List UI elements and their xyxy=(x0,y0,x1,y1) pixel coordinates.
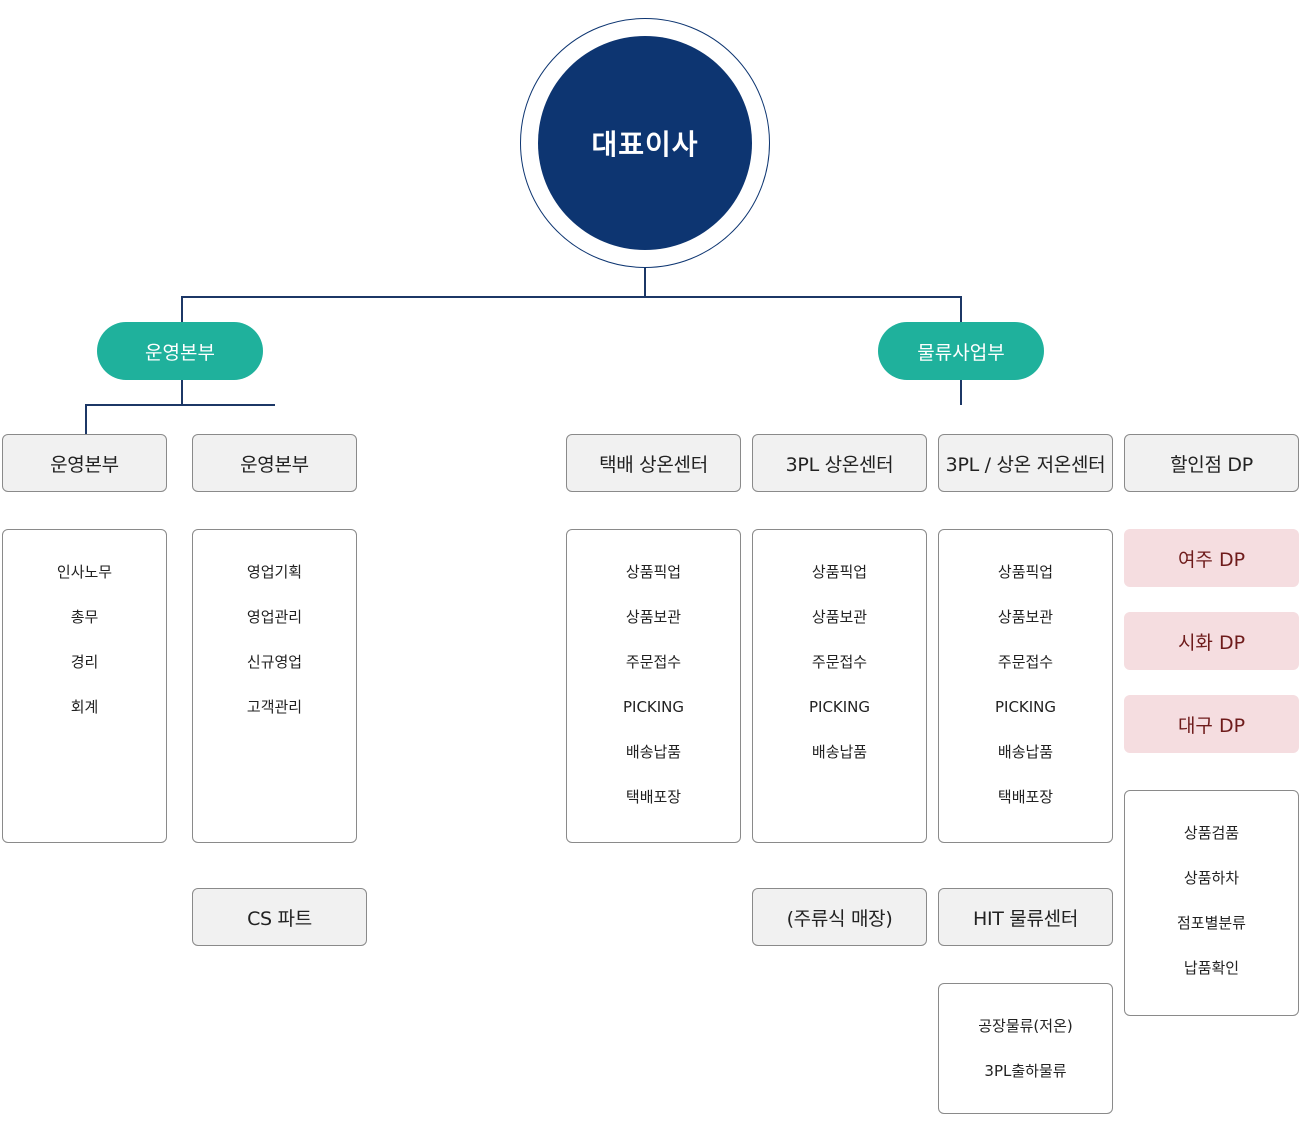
tasks-tpl: 상품픽업 상품보관 주문접수 PICKING 배송납품 xyxy=(752,529,927,843)
dp-site-label: 대구 DP xyxy=(1177,714,1246,737)
task-item: 주문접수 xyxy=(997,653,1054,671)
task-item: 상품검품 xyxy=(1183,824,1240,842)
task-item: 경리 xyxy=(70,653,99,671)
tasks-ops1: 인사노무 총무 경리 회계 xyxy=(2,529,167,843)
task-item: 상품픽업 xyxy=(997,563,1054,581)
task-item: 신규영업 xyxy=(246,653,303,671)
logistics-down-line xyxy=(960,380,962,405)
division-logistics: 물류사업부 xyxy=(878,322,1044,380)
task-item: 납품확인 xyxy=(1183,959,1240,977)
task-item: PICKING xyxy=(622,698,685,716)
task-item: PICKING xyxy=(808,698,871,716)
task-item: 배송납품 xyxy=(625,743,682,761)
ceo-stem-line xyxy=(644,268,646,297)
dept-hit: HIT 물류센터 xyxy=(938,888,1113,946)
ops1-drop-line xyxy=(85,404,87,435)
task-item: 영업기획 xyxy=(246,563,303,581)
task-item: 배송납품 xyxy=(811,743,868,761)
operations-down-line xyxy=(181,380,183,405)
operations-drop-line xyxy=(181,296,183,323)
task-item: 3PL출하물류 xyxy=(984,1062,1067,1080)
task-item: 주문접수 xyxy=(625,653,682,671)
ceo-outer-ring xyxy=(520,18,770,268)
tasks-discount: 상품검품 상품하차 점포별분류 납품확인 xyxy=(1124,790,1299,1016)
dept-ops2: 운영본부 xyxy=(192,434,357,492)
task-item: 상품보관 xyxy=(997,608,1054,626)
dept-cs-label: CS 파트 xyxy=(247,907,312,930)
dp-site-daegu: 대구 DP xyxy=(1124,695,1299,753)
task-item: 점포별분류 xyxy=(1176,914,1246,932)
task-item: 상품픽업 xyxy=(811,563,868,581)
ceo-label: 대표이사 xyxy=(591,128,699,161)
dept-tpl-label: 3PL 상온센터 xyxy=(785,453,894,476)
dept-liquor: (주류식 매장) xyxy=(752,888,927,946)
dept-tpl-cold: 3PL / 상온 저온센터 xyxy=(938,434,1113,492)
tasks-hit: 공장물류(저온) 3PL출하물류 xyxy=(938,983,1113,1114)
dept-tpl-cold-label: 3PL / 상온 저온센터 xyxy=(945,453,1106,476)
task-item: 상품하차 xyxy=(1183,869,1240,887)
tasks-ops2: 영업기획 영업관리 신규영업 고객관리 xyxy=(192,529,357,843)
task-item: 총무 xyxy=(70,608,99,626)
tasks-parcel: 상품픽업 상품보관 주문접수 PICKING 배송납품 택배포장 xyxy=(566,529,741,843)
ceo-node: 대표이사 xyxy=(538,36,752,250)
task-item: PICKING xyxy=(994,698,1057,716)
operations-branch-line xyxy=(85,404,275,406)
dept-parcel: 택배 상온센터 xyxy=(566,434,741,492)
dept-discount: 할인점 DP xyxy=(1124,434,1299,492)
task-item: 주문접수 xyxy=(811,653,868,671)
dept-tpl: 3PL 상온센터 xyxy=(752,434,927,492)
task-item: 상품픽업 xyxy=(625,563,682,581)
logistics-drop-line xyxy=(960,296,962,323)
task-item: 상품보관 xyxy=(811,608,868,626)
dept-ops1: 운영본부 xyxy=(2,434,167,492)
task-item: 공장물류(저온) xyxy=(978,1017,1073,1035)
division-operations: 운영본부 xyxy=(97,322,263,380)
dp-site-yeoju: 여주 DP xyxy=(1124,529,1299,587)
division-operations-label: 운영본부 xyxy=(145,341,215,364)
dept-ops1-label: 운영본부 xyxy=(50,453,119,476)
dept-ops2-label: 운영본부 xyxy=(240,453,309,476)
division-logistics-label: 물류사업부 xyxy=(917,341,1005,364)
dept-liquor-label: (주류식 매장) xyxy=(786,907,893,930)
task-item: 인사노무 xyxy=(56,563,113,581)
task-item: 고객관리 xyxy=(246,698,303,716)
task-item: 회계 xyxy=(70,698,99,716)
dept-hit-label: HIT 물류센터 xyxy=(972,907,1079,930)
task-item: 배송납품 xyxy=(997,743,1054,761)
dp-site-sihwa: 시화 DP xyxy=(1124,612,1299,670)
task-item: 상품보관 xyxy=(625,608,682,626)
dp-site-label: 여주 DP xyxy=(1177,548,1246,571)
task-item: 택배포장 xyxy=(997,788,1054,806)
dept-cs: CS 파트 xyxy=(192,888,367,946)
dp-site-label: 시화 DP xyxy=(1177,631,1246,654)
dept-parcel-label: 택배 상온센터 xyxy=(599,453,708,476)
division-bus-line xyxy=(181,296,961,298)
tasks-tpl-cold: 상품픽업 상품보관 주문접수 PICKING 배송납품 택배포장 xyxy=(938,529,1113,843)
task-item: 영업관리 xyxy=(246,608,303,626)
task-item: 택배포장 xyxy=(625,788,682,806)
dept-discount-label: 할인점 DP xyxy=(1170,453,1253,476)
